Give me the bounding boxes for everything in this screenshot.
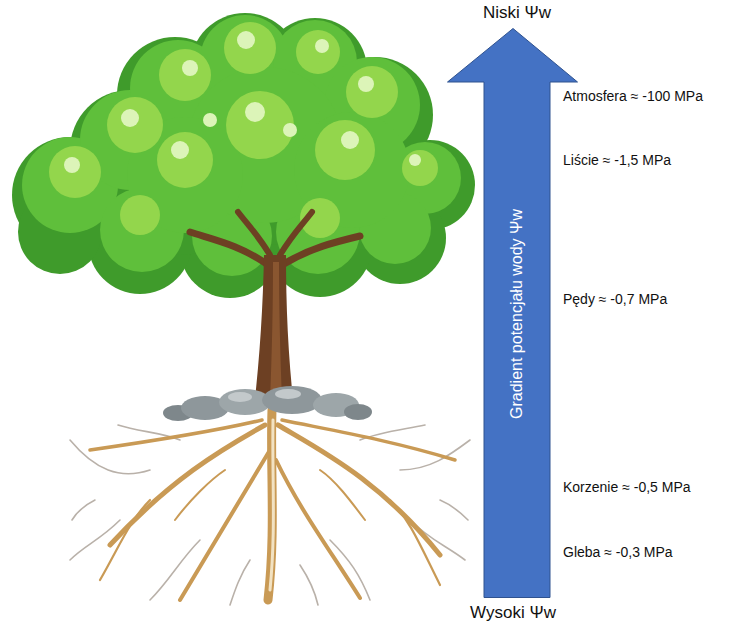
potential-label: Korzenie ≈ -0,5 MPa [563, 479, 691, 496]
gradient-end-label: Wysoki Ψw [470, 603, 556, 623]
gradient-arrow: Gradient potencjału wody Ψw [447, 28, 578, 598]
potential-label: Pędy ≈ -0,7 MPa [563, 291, 667, 308]
potential-label: Liście ≈ -1,5 MPa [563, 152, 671, 169]
trunk [190, 212, 360, 408]
canopy [12, 13, 475, 298]
potential-label: Gleba ≈ -0,3 MPa [563, 544, 673, 561]
gradient-end-label: Niski Ψw [483, 3, 551, 23]
arrow-outline [448, 29, 578, 598]
stones [163, 386, 372, 421]
potential-label: Atmosfera ≈ -100 MPa [563, 88, 703, 105]
arrow-label: Gradient potencjału wody Ψw [507, 209, 526, 419]
roots [70, 410, 470, 605]
